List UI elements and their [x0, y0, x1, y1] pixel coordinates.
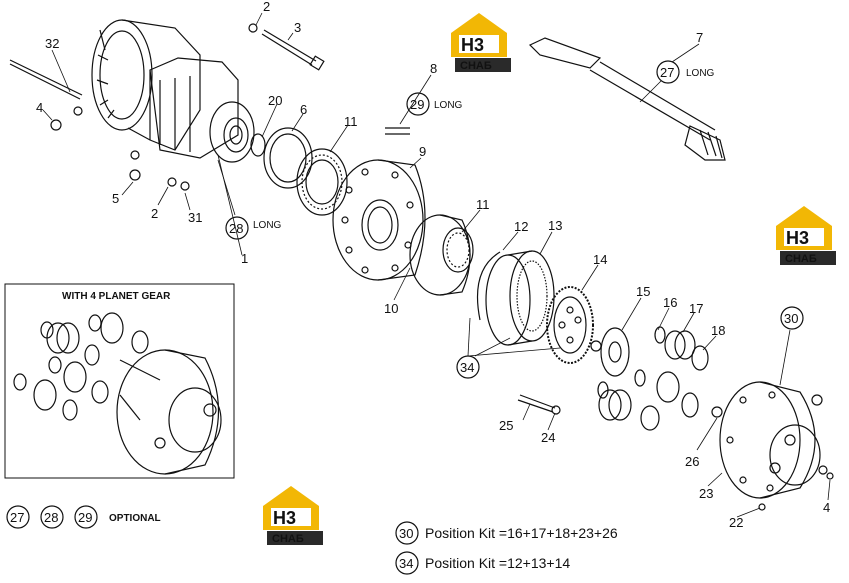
kit-34-text: Position Kit =12+13+14	[425, 555, 570, 571]
callout-15: 15	[636, 284, 650, 299]
optional-27: 27	[10, 510, 24, 525]
callout-9: 9	[419, 144, 426, 159]
kit-34-number: 34	[399, 556, 413, 571]
wheel-hub-9	[332, 159, 426, 281]
gear-14	[546, 286, 594, 364]
planet-gears	[597, 326, 723, 431]
optional-legend: 27 28 29 OPTIONAL	[6, 505, 161, 529]
axle-shaft-7	[528, 37, 726, 161]
callout-11: 11	[476, 197, 490, 212]
snap-ring-12	[476, 251, 501, 321]
bolt-3	[261, 29, 325, 71]
callout-11: 11	[344, 114, 358, 129]
bearing-cup-10	[409, 214, 471, 296]
bearing-11	[296, 148, 348, 216]
logo-top-text: H3	[786, 228, 809, 248]
screw-25	[517, 394, 561, 415]
callout-29: 29	[410, 97, 424, 112]
callout-4: 4	[823, 500, 830, 515]
callout-10: 10	[384, 301, 398, 316]
callout-2: 2	[263, 0, 270, 14]
washer-2	[248, 23, 258, 33]
ring-20	[250, 133, 266, 157]
callout-26: 26	[685, 454, 699, 469]
callout-23: 23	[699, 486, 713, 501]
callout-18: 18	[711, 323, 725, 338]
callout-2: 2	[151, 206, 158, 221]
callout-22: 22	[729, 515, 743, 530]
logo-bottom-text: СНАБ	[785, 253, 817, 265]
logo-top-text: H3	[273, 508, 296, 528]
callout-16: 16	[663, 295, 677, 310]
callout-3: 3	[294, 20, 301, 35]
callout-20: 20	[268, 93, 282, 108]
optional-29: 29	[78, 510, 92, 525]
callout-6: 6	[300, 102, 307, 117]
logo-top-text: H3	[461, 35, 484, 55]
brand-logo: H3 СНАБ	[776, 206, 836, 265]
callout-1: 1	[241, 251, 248, 266]
callout-31: 31	[188, 210, 202, 225]
callout-labels: 32 4 5 2 31 1 2 3 20 6 11 8 9 10 11 12 1…	[36, 0, 830, 530]
callout-24: 24	[541, 430, 555, 445]
brand-logo: H3 СНАБ	[451, 13, 511, 72]
brand-logo: H3 СНАБ	[263, 486, 323, 545]
callout-30: 30	[784, 311, 798, 326]
callout-14: 14	[593, 252, 607, 267]
thrust-washer-15	[590, 327, 630, 377]
inset-4-planet-gear: WITH 4 PLANET GEAR	[4, 283, 235, 479]
long-note-29: LONG	[434, 100, 463, 111]
logo-bottom-text: СНАБ	[272, 533, 304, 545]
callout-32: 32	[45, 36, 59, 51]
callout-7: 7	[696, 30, 703, 45]
kit-30-number: 30	[399, 526, 413, 541]
callout-34: 34	[460, 360, 474, 375]
callout-4: 4	[36, 100, 43, 115]
kit-legend: 30 Position Kit =16+17+18+23+26 34 Posit…	[395, 521, 618, 575]
kit-30-text: Position Kit =16+17+18+23+26	[425, 525, 618, 541]
leader-lines	[42, 12, 831, 518]
callout-17: 17	[689, 301, 703, 316]
planet-carrier-23	[719, 381, 834, 511]
axle-housing	[9, 19, 255, 191]
bearing-11	[442, 227, 474, 273]
callout-12: 12	[514, 219, 528, 234]
logo-bottom-text: СНАБ	[460, 60, 492, 72]
optional-28: 28	[44, 510, 58, 525]
callout-28: 28	[229, 221, 243, 236]
stud-8	[385, 127, 410, 135]
ring-gear-13	[485, 250, 555, 346]
long-note-27: LONG	[686, 68, 715, 79]
optional-label: OPTIONAL	[109, 513, 161, 524]
callout-5: 5	[112, 191, 119, 206]
long-note-28: LONG	[253, 220, 282, 231]
inset-title: WITH 4 PLANET GEAR	[62, 291, 171, 302]
callout-8: 8	[430, 61, 437, 76]
callout-27: 27	[660, 65, 674, 80]
callout-25: 25	[499, 418, 513, 433]
circled-callouts: 27 LONG 29 LONG 28 LONG 34 30	[225, 60, 804, 379]
callout-13: 13	[548, 218, 562, 233]
